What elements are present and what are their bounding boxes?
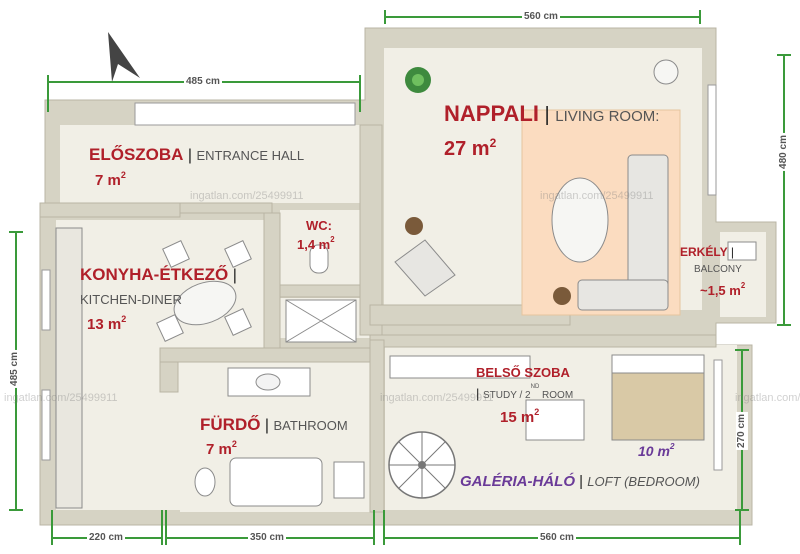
balcony-area: ~1,5 m2 [700, 281, 746, 298]
windows [41, 84, 723, 471]
balcony-label: ERKÉLY | [680, 245, 735, 259]
study-sub-label: | STUDY / 2ND ROOM [476, 384, 574, 401]
kitchen-label: KONYHA-ÉTKEZŐ | [80, 265, 237, 284]
bathtub [229, 457, 323, 507]
sofa [577, 154, 669, 311]
wc-area: 1,4 m2 [297, 235, 335, 252]
washing-machine [333, 461, 365, 499]
watermark: ingatlan.com/25499911 [4, 392, 118, 404]
living-room-label: NAPPALI | LIVING ROOM: [444, 101, 660, 126]
dim-top-left: 485 cm [184, 76, 222, 88]
loft-label: GALÉRIA-HÁLÓ | LOFT (BEDROOM) [460, 473, 700, 490]
loft-area: 10 m2 [638, 441, 675, 459]
spiral-staircase-icon [388, 431, 456, 499]
bathroom-toilet-icon [194, 467, 216, 497]
study-area: 15 m2 [500, 407, 540, 426]
watermark: ingatlan.com/25499911 [190, 190, 304, 202]
coffee-table [551, 177, 609, 263]
dim-top-right: 560 cm [522, 11, 560, 23]
toilet-icon [309, 244, 329, 274]
watermark: ingatlan.com/25499911 [735, 392, 800, 404]
round-table [653, 59, 679, 85]
bathroom-area: 7 m2 [206, 439, 237, 458]
entrance-hall-area: 7 m2 [95, 170, 126, 189]
dim-left: 485 cm [8, 350, 21, 388]
balcony-sub-label: BALCONY [694, 264, 742, 275]
dim-bottom-3: 560 cm [538, 532, 576, 544]
dining-set [156, 240, 252, 342]
desk [525, 399, 585, 441]
dim-bottom-2: 350 cm [248, 532, 286, 544]
plant-icon [405, 67, 431, 93]
wardrobe [389, 355, 531, 379]
side-table-2 [553, 287, 571, 305]
kitchen-counter [55, 227, 83, 509]
balcony-chair [727, 241, 757, 261]
armchair [394, 239, 456, 297]
kitchen-area: 13 m2 [87, 314, 127, 333]
sink-icon [255, 373, 281, 391]
dim-bottom-1: 220 cm [87, 532, 125, 544]
living-room-area: 27 m2 [444, 136, 497, 160]
wc-label: WC: [306, 218, 332, 233]
interior-walls [39, 124, 717, 513]
kitchen-sub-label: KITCHEN-DINER [80, 292, 182, 307]
dim-right-lower: 270 cm [735, 412, 748, 450]
entrance-hall-label: ELŐSZOBA | ENTRANCE HALL [89, 145, 305, 164]
watermark: ingatlan.com/25499911 [540, 190, 654, 202]
watermark: ingatlan.com/25499911 [380, 392, 494, 404]
study-label: BELSŐ SZOBA [476, 365, 570, 380]
bed [611, 354, 705, 441]
north-arrow-icon [108, 32, 140, 82]
side-table [405, 217, 423, 235]
shower-box [285, 299, 357, 343]
entrance-hall-floor [60, 125, 370, 203]
bathroom-label: FÜRDŐ | BATHROOM [200, 415, 348, 434]
dim-right-upper: 480 cm [777, 133, 790, 171]
